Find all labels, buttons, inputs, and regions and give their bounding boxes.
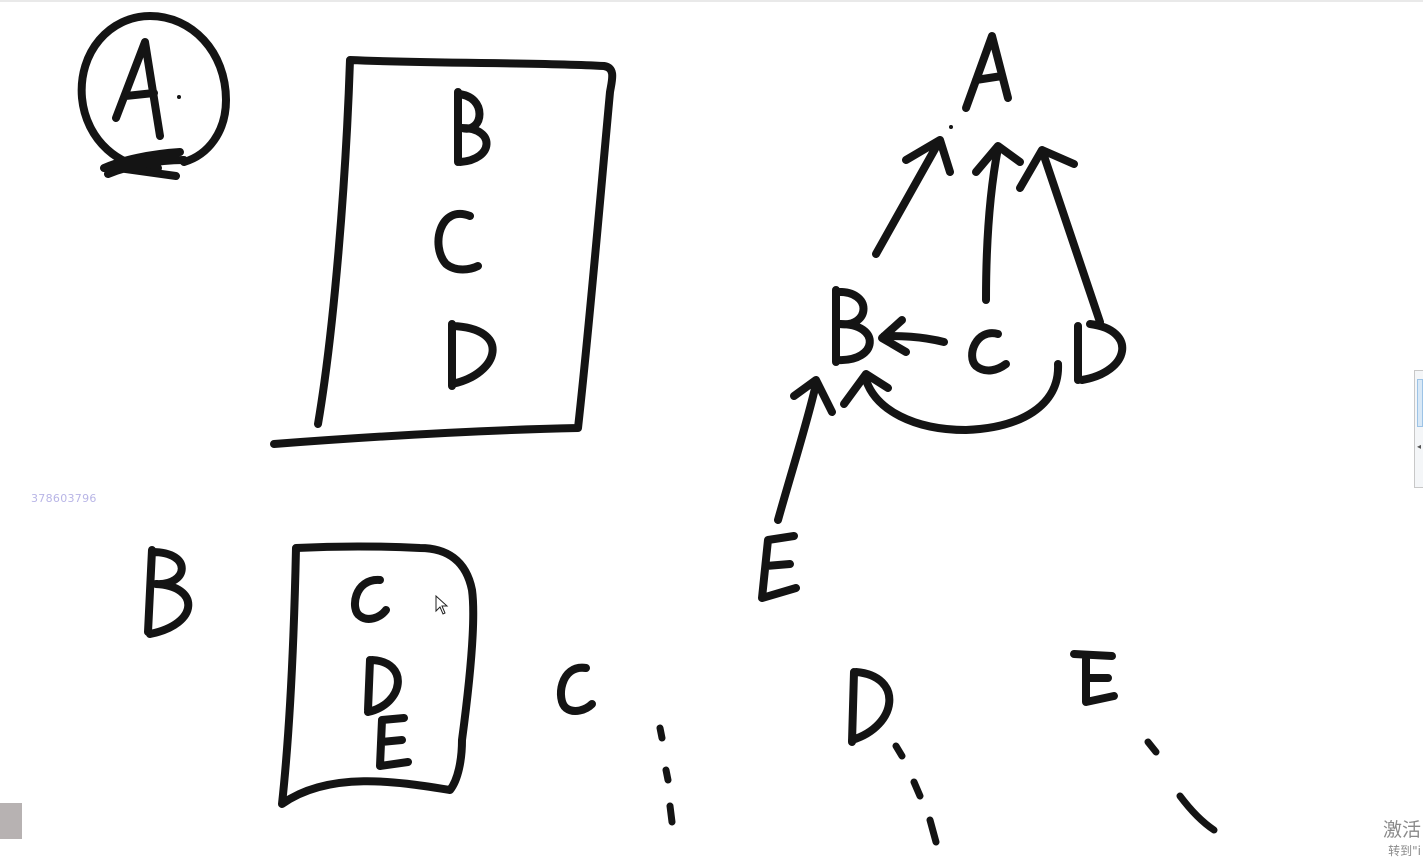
top-border xyxy=(0,0,1423,2)
arrow-d-to-b-curve xyxy=(840,360,1063,434)
arrow-b-to-a xyxy=(872,136,954,258)
bottom-row-group xyxy=(144,542,1218,846)
tree-diagram-group xyxy=(758,32,1126,602)
letter-d-cde xyxy=(364,656,402,716)
dashes-d xyxy=(892,742,940,846)
letter-a-tree xyxy=(962,32,1012,112)
letter-e-cde xyxy=(376,714,412,770)
letter-d-box xyxy=(448,320,497,390)
scroll-thumb[interactable] xyxy=(1417,379,1423,427)
circle-around-a xyxy=(77,12,230,173)
underline-scribble xyxy=(100,148,188,180)
bcd-box-group xyxy=(270,56,617,448)
letter-e-bottom xyxy=(1070,650,1118,706)
letter-b-box xyxy=(454,88,491,166)
letter-c-cde xyxy=(350,576,390,623)
side-scroll-widget[interactable]: ◂ ◂ xyxy=(1414,370,1423,488)
letter-b-tree xyxy=(832,286,874,366)
mouse-pointer-icon xyxy=(435,594,449,615)
chevron-left-icon[interactable]: ◂ xyxy=(1417,442,1422,451)
circled-a-group xyxy=(77,12,230,180)
letter-c-bottom xyxy=(556,663,596,715)
bcd-box-outline xyxy=(270,56,617,448)
arrow-e-to-b xyxy=(774,376,836,524)
letter-e-tree xyxy=(758,532,800,602)
activate-windows-subtitle: 转到"i xyxy=(1388,844,1421,858)
corner-thumbnail xyxy=(0,803,22,839)
letter-d-bottom xyxy=(848,668,894,746)
arrow-d-to-a xyxy=(1016,146,1104,326)
letter-c-box xyxy=(434,209,482,274)
arrow-c-to-b xyxy=(878,316,948,356)
letter-b-bottom xyxy=(144,546,193,638)
activate-windows-title: 激活 xyxy=(1382,819,1421,841)
dashes-e xyxy=(1144,738,1218,834)
overlay-id-text: 378603796 xyxy=(31,492,97,505)
letter-a-top-left xyxy=(112,38,164,140)
arrow-c-to-a xyxy=(972,142,1024,304)
ink-dot-a xyxy=(177,95,181,99)
letter-c-tree xyxy=(968,329,1010,375)
ink-dot-tree xyxy=(949,125,953,129)
cde-box-outline xyxy=(278,542,478,808)
letter-d-tree xyxy=(1074,320,1126,384)
dashes-c xyxy=(656,724,676,826)
